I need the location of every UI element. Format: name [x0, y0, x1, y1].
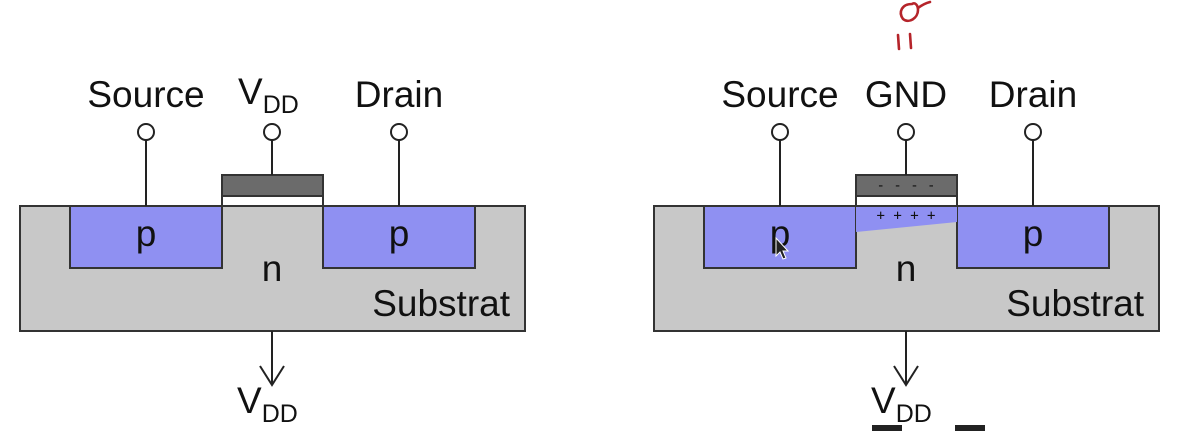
bulk-label: VDD [871, 380, 932, 428]
handwritten-annotation [896, 0, 932, 51]
gate-label: VDD [238, 71, 299, 119]
gate-terminal [263, 123, 281, 141]
gate-oxide [855, 195, 958, 207]
n-label: n [262, 248, 283, 289]
p-label-right: p [389, 213, 410, 254]
bulk-label: VDD [237, 380, 298, 428]
p-label-right: p [1023, 213, 1044, 254]
gate-electrode [221, 174, 324, 197]
source-terminal [137, 123, 155, 141]
source-label: Source [87, 74, 204, 115]
drain-label: Drain [989, 74, 1077, 115]
drain-label: Drain [355, 74, 443, 115]
right-diagram: - - - - + + + + Source GND Drain p p n S… [653, 74, 1160, 431]
source-terminal [771, 123, 789, 141]
equals-stroke-2 [908, 32, 913, 50]
p-label-left: p [136, 213, 157, 254]
p-label-left: p [770, 213, 791, 254]
p-region-left [69, 205, 223, 269]
gate-label: GND [865, 74, 947, 115]
substrate-label: Substrat [1006, 283, 1145, 324]
n-label: n [896, 248, 917, 289]
equals-stroke-1 [896, 33, 901, 51]
gate-terminal [897, 123, 915, 141]
mouse-pointer-icon [775, 236, 790, 260]
cropped-mark-right [955, 425, 985, 431]
source-label: Source [721, 74, 838, 115]
zero-stroke [899, 2, 920, 23]
left-diagram: Source VDD Drain p p n Substrat VDD [19, 71, 526, 428]
gate-charge-label: - - - - [876, 178, 935, 194]
arrow-down-icon [259, 365, 285, 387]
gate-oxide [221, 195, 324, 207]
substrate-label: Substrat [372, 283, 511, 324]
channel-charge-label: + + + + [876, 208, 935, 224]
drain-terminal [1024, 123, 1042, 141]
drain-terminal [390, 123, 408, 141]
cropped-mark-left [872, 425, 902, 431]
zero-tail-stroke [916, 0, 932, 10]
inversion-channel [856, 206, 957, 232]
arrow-down-icon [893, 365, 919, 387]
